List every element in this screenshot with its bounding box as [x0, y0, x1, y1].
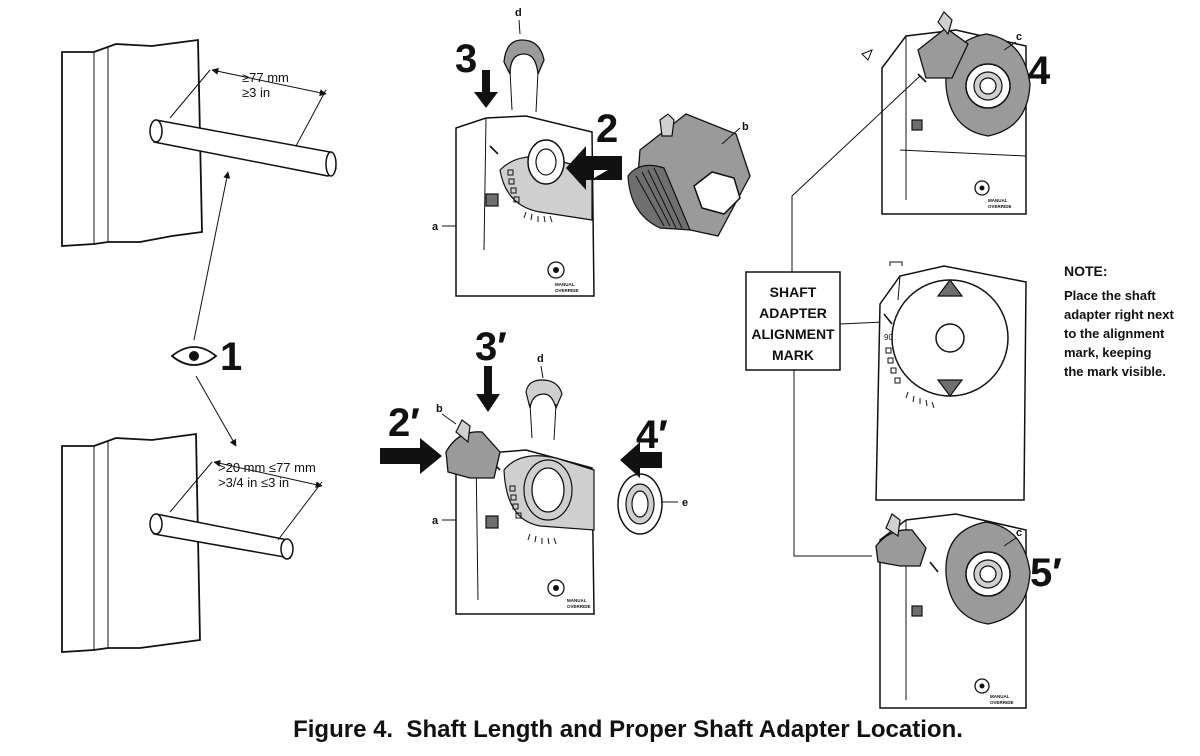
step-3-prime-label: 3′: [475, 325, 507, 369]
long-shaft-in-label: ≥3 in: [242, 85, 270, 100]
shaft-clip-top: d: [503, 7, 545, 113]
step-1-label: 1: [220, 335, 242, 379]
figure-caption: Figure 4. Shaft Length and Proper Shaft …: [293, 716, 963, 743]
short-shaft-mm-label: >20 mm ≤77 mm: [218, 460, 316, 475]
note-line-1: Place the shaft: [1064, 288, 1156, 303]
long-shaft-illustration: ≥77 mm ≥3 in: [61, 38, 337, 247]
note-line-2: adapter right next: [1064, 307, 1174, 322]
shaft-clip-mid: d: [525, 353, 563, 441]
manual-override-r1-1: MANUAL: [988, 198, 1008, 203]
note-line-4: mark, keeping: [1064, 345, 1151, 360]
step-4-prime-label: 4′: [636, 413, 668, 457]
manual-override-r1-2: OVERRIDE: [988, 204, 1012, 209]
step-5-prime-label: 5′: [1030, 551, 1062, 595]
short-shaft-illustration: >20 mm ≤77 mm >3/4 in ≤3 in: [61, 432, 323, 653]
step-4-prime-arrow: 4′: [620, 413, 668, 478]
part-a-label-top: a: [432, 221, 439, 233]
step-3-prime-arrow: 3′: [475, 325, 507, 412]
manual-override-r3-1: MANUAL: [990, 694, 1010, 699]
short-shaft-in-label: >3/4 in ≤3 in: [218, 475, 289, 490]
actuator-right-top: MANUAL OVERRIDE c 4: [861, 11, 1051, 215]
part-d-label-top: d: [515, 7, 522, 19]
note-line-3: to the alignment: [1064, 326, 1165, 341]
shaft-adapter-mid: b: [436, 403, 501, 479]
view-step-1: 1: [170, 171, 242, 447]
part-b-label-mid: b: [436, 403, 443, 415]
part-c-label-bottom: c: [1016, 527, 1022, 539]
manual-override-r3-2: OVERRIDE: [990, 700, 1014, 705]
alignment-box-line-3: ALIGNMENT: [751, 326, 835, 342]
actuator-right-bottom: MANUAL OVERRIDE c 5′: [875, 513, 1062, 709]
actuator-top-illustration: MANUAL OVERRIDE a: [432, 115, 595, 297]
alignment-box-line-4: MARK: [772, 347, 814, 363]
manual-override-top-2: OVERRIDE: [555, 288, 579, 293]
note-block: NOTE: Place the shaft adapter right next…: [1064, 263, 1174, 379]
scale-90-label: 90: [884, 333, 893, 342]
scale-marks-mid: [509, 485, 557, 545]
step-3-arrow: 3: [455, 37, 498, 108]
part-a-label-mid: a: [432, 515, 439, 527]
actuator-right-middle: 90: [875, 261, 1027, 501]
part-d-label-mid: d: [537, 353, 544, 365]
part-e-label: e: [682, 497, 688, 509]
step-2-label: 2: [596, 107, 618, 151]
actuator-mid-illustration: MANUAL OVERRIDE a: [432, 449, 595, 615]
alignment-mark-callout: SHAFT ADAPTER ALIGNMENT MARK: [745, 75, 921, 557]
long-shaft-mm-label: ≥77 mm: [242, 70, 289, 85]
shaft-adapter-top: b: [627, 113, 751, 237]
part-b-label-top: b: [742, 121, 749, 133]
step-3-label: 3: [455, 37, 477, 81]
step-2-arrow: 2: [566, 107, 622, 190]
shaft-washer: e: [617, 473, 688, 535]
note-title: NOTE:: [1064, 263, 1108, 279]
pointer-icon: [861, 49, 873, 61]
step-2-prime-label: 2′: [388, 401, 420, 445]
manual-override-mid-2: OVERRIDE: [567, 604, 591, 609]
alignment-box-line-1: SHAFT: [770, 284, 817, 300]
manual-override-mid-1: MANUAL: [567, 598, 587, 603]
part-c-label-top: c: [1016, 31, 1022, 43]
alignment-box: [745, 271, 841, 371]
note-line-5: the mark visible.: [1064, 364, 1166, 379]
step-2-prime-arrow: 2′: [380, 401, 442, 474]
manual-override-top-1: MANUAL: [555, 282, 575, 287]
step-4-label: 4: [1028, 49, 1051, 93]
scale-marks: [507, 169, 553, 223]
alignment-box-line-2: ADAPTER: [759, 305, 827, 321]
